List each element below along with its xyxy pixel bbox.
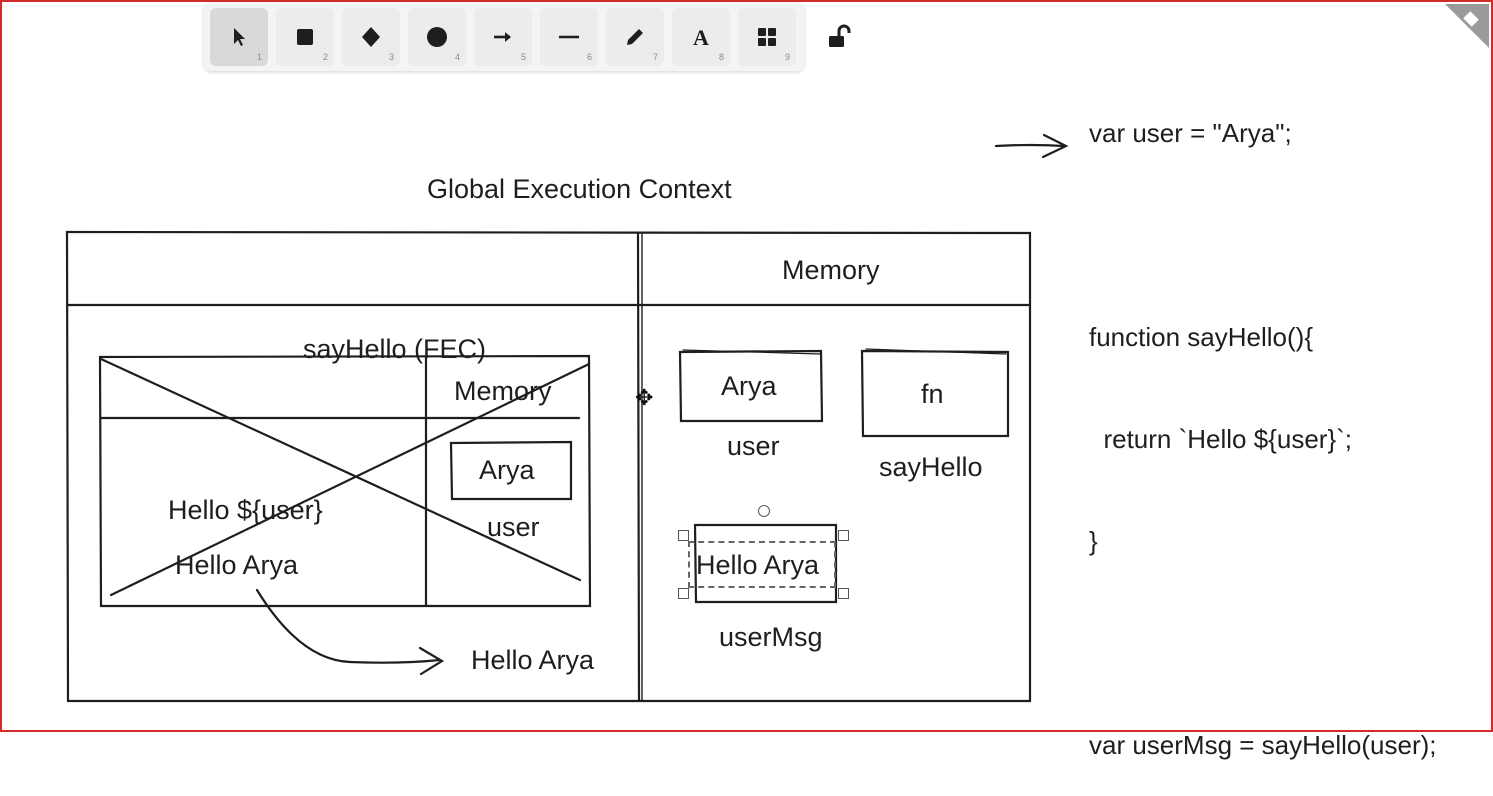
shortcut-label: 1 xyxy=(256,52,262,62)
shortcut-label: 4 xyxy=(454,52,460,62)
tool-arrow[interactable]: 5 xyxy=(474,8,532,66)
mem-user-box xyxy=(678,349,824,423)
tool-select[interactable]: 1 xyxy=(210,8,268,66)
rotate-handle[interactable] xyxy=(758,505,770,517)
code-line: var user = "Arya"; xyxy=(1089,118,1292,148)
code-line: } xyxy=(1089,526,1098,556)
library-icon xyxy=(758,28,776,46)
shortcut-label: 8 xyxy=(718,52,724,62)
line-icon xyxy=(559,35,579,39)
mem-user-value: Arya xyxy=(721,371,777,401)
drawing-toolbar: 1 2 3 4 5 6 7 A 8 9 xyxy=(204,3,804,71)
mem-msg-value: Hello Arya xyxy=(696,550,820,580)
tool-rectangle[interactable]: 2 xyxy=(276,8,334,66)
text-tool-glyph: A xyxy=(693,25,709,49)
resize-handle-ne[interactable] xyxy=(838,530,849,541)
shortcut-label: 6 xyxy=(586,52,592,62)
tool-library[interactable]: 9 xyxy=(738,8,796,66)
gec-box xyxy=(65,230,1032,703)
move-cursor-icon: ✥ xyxy=(635,385,654,410)
diagram-canvas xyxy=(65,133,1069,703)
arrow-icon xyxy=(494,32,511,42)
fec-user-value: Arya xyxy=(479,455,535,485)
fec-title: sayHello (FEC) xyxy=(303,334,487,364)
resize-handle-se[interactable] xyxy=(838,588,849,599)
shortcut-label: 7 xyxy=(652,52,658,62)
ellipse-icon xyxy=(427,27,447,47)
fec-user-box xyxy=(449,440,573,501)
resize-handle-nw[interactable] xyxy=(678,530,689,541)
fec-template-text: Hello ${user} xyxy=(168,495,323,525)
unlocked-lock-icon[interactable] xyxy=(826,24,852,50)
tool-diamond[interactable]: 3 xyxy=(342,8,400,66)
fec-result-text: Hello Arya xyxy=(175,550,299,580)
gec-memory-header: Memory xyxy=(782,255,880,285)
selection-outline xyxy=(688,541,836,588)
code-pointer-arrow xyxy=(994,143,1066,148)
shortcut-label: 2 xyxy=(322,52,328,62)
shortcut-label: 3 xyxy=(388,52,394,62)
fec-user-name: user xyxy=(487,512,540,542)
code-line: var userMsg = sayHello(user); xyxy=(1089,730,1437,760)
tool-text[interactable]: A 8 xyxy=(672,8,730,66)
code-line: return `Hello ${user}`; xyxy=(1089,424,1353,454)
fec-memory-header: Memory xyxy=(454,376,552,406)
pencil-icon xyxy=(627,29,643,45)
resize-handle-sw[interactable] xyxy=(678,588,689,599)
shortcut-label: 5 xyxy=(520,52,526,62)
pointer-icon xyxy=(234,28,245,46)
mem-msg-box xyxy=(693,523,838,604)
rectangle-icon xyxy=(297,29,313,45)
code-line: function sayHello(){ xyxy=(1089,322,1313,352)
shortcut-label: 9 xyxy=(784,52,790,62)
tool-ellipse[interactable]: 4 xyxy=(408,8,466,66)
diamond-icon xyxy=(362,27,380,47)
tool-pencil[interactable]: 7 xyxy=(606,8,664,66)
mem-fn-box xyxy=(860,349,1010,438)
corner-badge-icon xyxy=(1445,4,1489,48)
mem-user-name: user xyxy=(727,431,780,461)
mem-fn-value: fn xyxy=(921,379,944,409)
return-value-text: Hello Arya xyxy=(471,645,595,675)
text-icon: A xyxy=(693,25,709,49)
tool-line[interactable]: 6 xyxy=(540,8,598,66)
return-arrow xyxy=(255,588,442,664)
gec-title: Global Execution Context xyxy=(427,174,732,204)
mem-msg-name: userMsg xyxy=(719,622,823,652)
mem-fn-name: sayHello xyxy=(879,452,983,482)
